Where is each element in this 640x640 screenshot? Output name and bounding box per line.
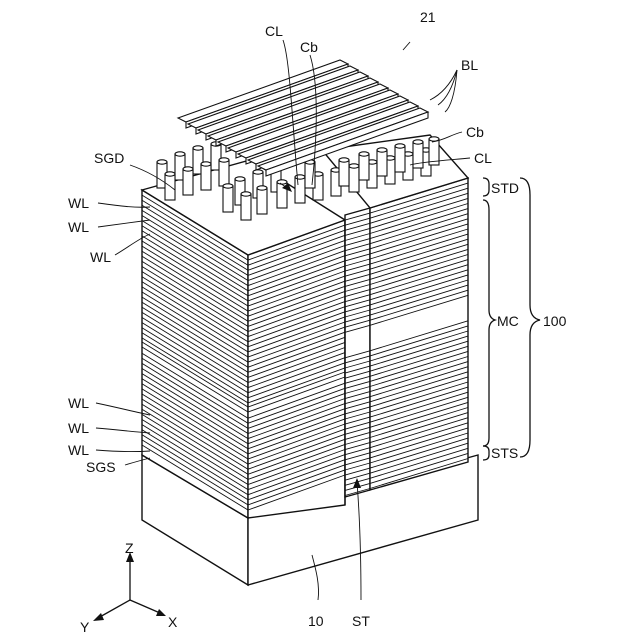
x-axis-label: X: [168, 614, 178, 630]
memory-column: [257, 186, 267, 214]
column-top: [377, 148, 387, 152]
column-top: [295, 175, 305, 179]
column-top: [277, 180, 287, 184]
memory-column: [349, 164, 359, 192]
column-top: [157, 160, 167, 164]
column-top: [241, 192, 251, 196]
column-top: [165, 172, 175, 176]
wl-label-2: WL: [68, 219, 89, 235]
axes: [93, 552, 166, 621]
column-top: [183, 167, 193, 171]
column-body: [183, 169, 193, 195]
wl-label-1: WL: [68, 195, 89, 211]
column-body: [223, 186, 233, 212]
column-body: [257, 188, 267, 214]
memory-column: [359, 152, 369, 180]
column-body: [349, 166, 359, 192]
column-top: [395, 144, 405, 148]
sts-label: STS: [491, 445, 518, 461]
leader-fig-number: [403, 42, 410, 50]
sgd-label: SGD: [94, 150, 124, 166]
memory-column: [201, 162, 211, 190]
y-axis: [98, 600, 130, 618]
memory-column: [377, 148, 387, 176]
column-body: [201, 164, 211, 190]
column-top: [257, 186, 267, 190]
std-label: STD: [491, 180, 519, 196]
column-body: [165, 174, 175, 200]
column-body: [241, 194, 251, 220]
st-label: ST: [352, 613, 370, 629]
column-top: [219, 158, 229, 162]
x-axis: [130, 600, 160, 613]
substrate-label: 10: [308, 613, 324, 629]
bracket-std: [483, 178, 489, 196]
z-axis-label: Z: [125, 540, 134, 556]
memory-column: [219, 158, 229, 186]
cl-top-label: CL: [265, 23, 283, 39]
wl-label-6: WL: [68, 442, 89, 458]
wl-label-3: WL: [90, 249, 111, 265]
memory-column: [395, 144, 405, 172]
sgs-label: SGS: [86, 459, 116, 475]
group-100-label: 100: [543, 313, 567, 329]
y-axis-label: Y: [80, 619, 90, 635]
x-axis-arrowhead: [156, 609, 166, 616]
column-top: [349, 164, 359, 168]
wl-label-5: WL: [68, 420, 89, 436]
mc-label: MC: [497, 313, 519, 329]
bl-label: BL: [461, 57, 478, 73]
column-top: [235, 177, 245, 181]
column-top: [359, 152, 369, 156]
column-top: [223, 184, 233, 188]
column-body: [295, 177, 305, 203]
bracket-mc: [483, 200, 495, 446]
memory-column: [241, 192, 251, 220]
column-body: [395, 146, 405, 172]
column-top: [201, 162, 211, 166]
cl-right-label: CL: [474, 150, 492, 166]
bracket-sts: [483, 446, 489, 460]
column-top: [253, 170, 263, 174]
column-body: [359, 154, 369, 180]
column-top: [413, 140, 423, 144]
memory-column: [339, 158, 349, 186]
memory-column: [295, 175, 305, 203]
column-top: [339, 158, 349, 162]
column-body: [377, 150, 387, 176]
column-body: [219, 160, 229, 186]
memory-column: [223, 184, 233, 212]
cb-top-label: Cb: [300, 39, 318, 55]
column-body: [339, 160, 349, 186]
cb-right-label: Cb: [466, 124, 484, 140]
wl-label-4: WL: [68, 395, 89, 411]
memory-column: [183, 167, 193, 195]
y-axis-arrowhead: [93, 613, 104, 621]
column-top: [175, 152, 185, 156]
column-top: [193, 146, 203, 150]
bracket-100: [520, 178, 540, 457]
figure-number-label: 21: [420, 9, 436, 25]
